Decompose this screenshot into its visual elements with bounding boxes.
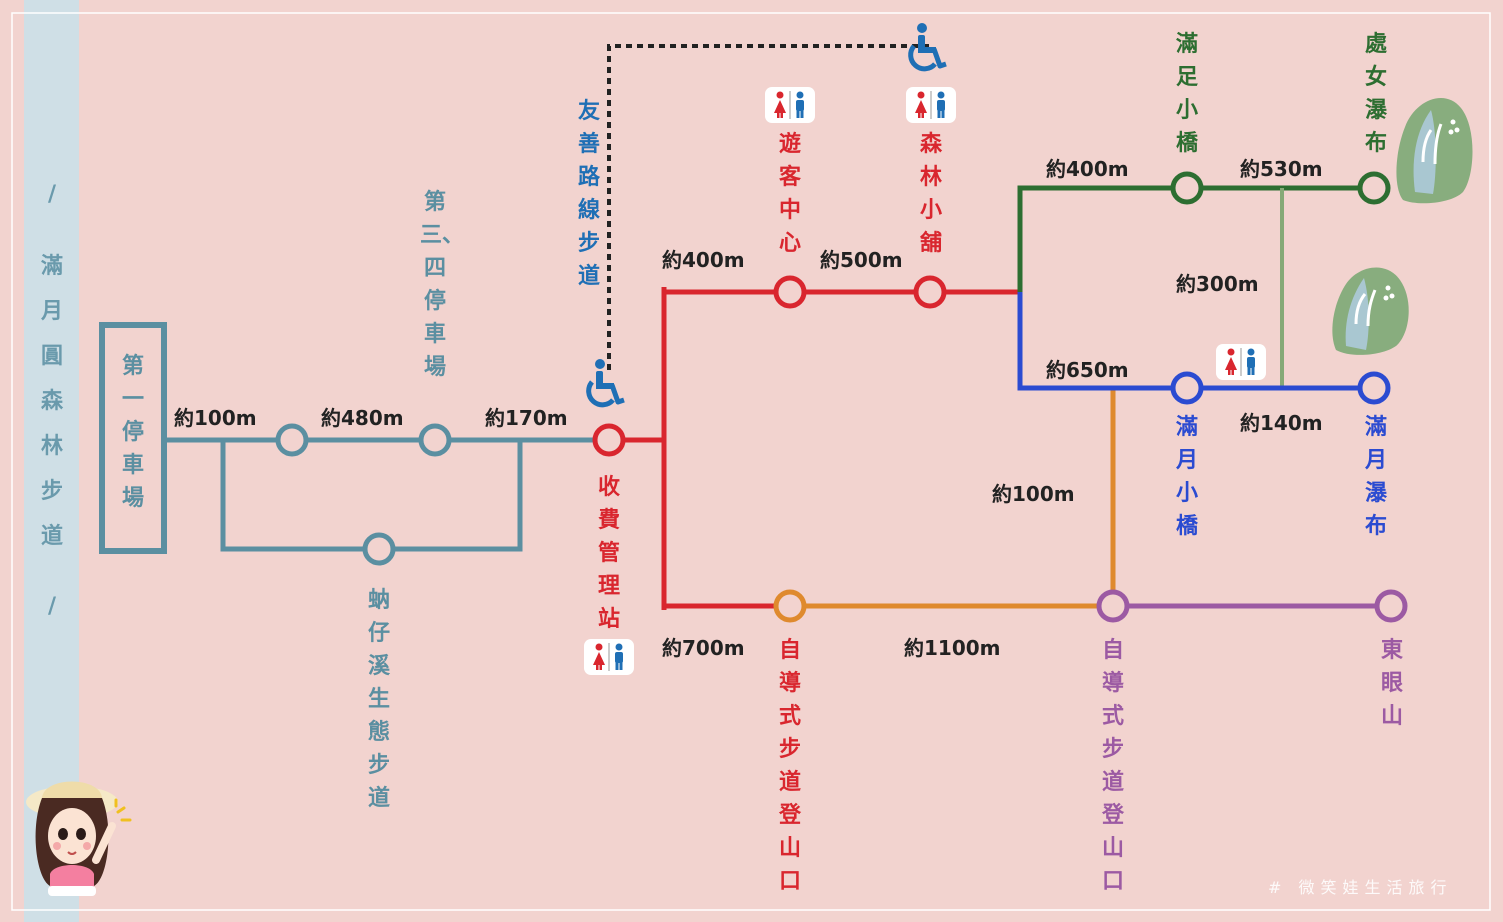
distance-label: 約1100m <box>904 636 1001 660</box>
sidebar-title: 滿月圓森林步道 <box>40 254 63 549</box>
visitor-center-label: 遊客中心 <box>778 132 801 256</box>
distance-label: 約530m <box>1240 157 1323 181</box>
distance-label: 約650m <box>1046 358 1129 382</box>
station-teal-1[interactable] <box>275 423 309 457</box>
station-visitor-center[interactable] <box>773 275 807 309</box>
teal-route <box>99 322 594 554</box>
distance-label: 約700m <box>662 636 745 660</box>
red-route <box>624 287 1020 610</box>
distance-label: 約100m <box>992 482 1075 506</box>
toll-station-label: 收費管理站 <box>597 475 620 632</box>
restroom-icon <box>584 639 634 675</box>
parking-3-4-label: 第三、四停車場 <box>420 190 465 380</box>
station-virgin-falls[interactable] <box>1357 171 1391 205</box>
station-manyue-falls[interactable] <box>1357 371 1391 405</box>
distance-label: 約500m <box>820 248 903 272</box>
teal-stations <box>275 423 452 566</box>
accessible-dotted-route <box>607 44 930 370</box>
mangzu-bridge-label: 滿足小橋 <box>1175 32 1198 156</box>
restroom-icon <box>1216 344 1266 380</box>
page-frame <box>11 12 1491 911</box>
station-parking-3-4[interactable] <box>418 423 452 457</box>
distance-label: 約300m <box>1176 272 1259 296</box>
restroom-icon <box>765 87 815 123</box>
distance-label: 約100m <box>174 406 257 430</box>
watermark: # 微笑娃生活旅行 <box>1268 878 1453 897</box>
station-manyue-bridge[interactable] <box>1170 371 1204 405</box>
parking-1-label: 第一停車場 <box>121 354 144 511</box>
trailhead-2-label: 自導式步道登山口 <box>1101 638 1124 894</box>
restroom-icon <box>906 87 956 123</box>
dongyan-label: 東眼山 <box>1380 638 1403 729</box>
station-forest-shop[interactable] <box>913 275 947 309</box>
mascot-girl-icon <box>26 781 132 896</box>
station-trailhead-1[interactable] <box>773 589 807 623</box>
blue-line <box>1017 292 1360 391</box>
manyue-falls-label: 滿月瀑布 <box>1364 415 1387 539</box>
station-gekko-creek[interactable] <box>362 532 396 566</box>
forest-shop-label: 森林小舖 <box>919 132 942 256</box>
gekko-creek-label: 蚋仔溪生態步道 <box>367 588 390 811</box>
station-trailhead-2[interactable] <box>1096 589 1130 623</box>
distance-label: 約480m <box>321 406 404 430</box>
accessible-route-label: 友善路線步道 <box>577 99 600 289</box>
distance-label: 約140m <box>1240 411 1323 435</box>
waterfall-icon <box>1332 267 1409 355</box>
teal-loop-line <box>220 440 523 552</box>
distance-label: 約400m <box>662 248 745 272</box>
manyue-bridge-label: 滿月小橋 <box>1175 415 1198 539</box>
waterfall-icon <box>1396 98 1473 204</box>
station-mangzu-bridge[interactable] <box>1170 171 1204 205</box>
wheelchair-icon <box>586 359 625 408</box>
sidebar-strip <box>24 0 79 922</box>
orange-route <box>804 390 1116 609</box>
wheelchair-icon <box>908 23 947 72</box>
distance-label: 約400m <box>1046 157 1129 181</box>
station-toll[interactable] <box>592 423 626 457</box>
green-line <box>1017 185 1360 292</box>
sidebar-slash-top: / <box>47 182 57 207</box>
virgin-falls-label: 處女瀑布 <box>1364 32 1387 156</box>
distance-label: 約170m <box>485 406 568 430</box>
sidebar-slash-bottom: / <box>47 594 57 619</box>
station-dongyan[interactable] <box>1374 589 1408 623</box>
trailhead-1-label: 自導式步道登山口 <box>778 638 801 894</box>
